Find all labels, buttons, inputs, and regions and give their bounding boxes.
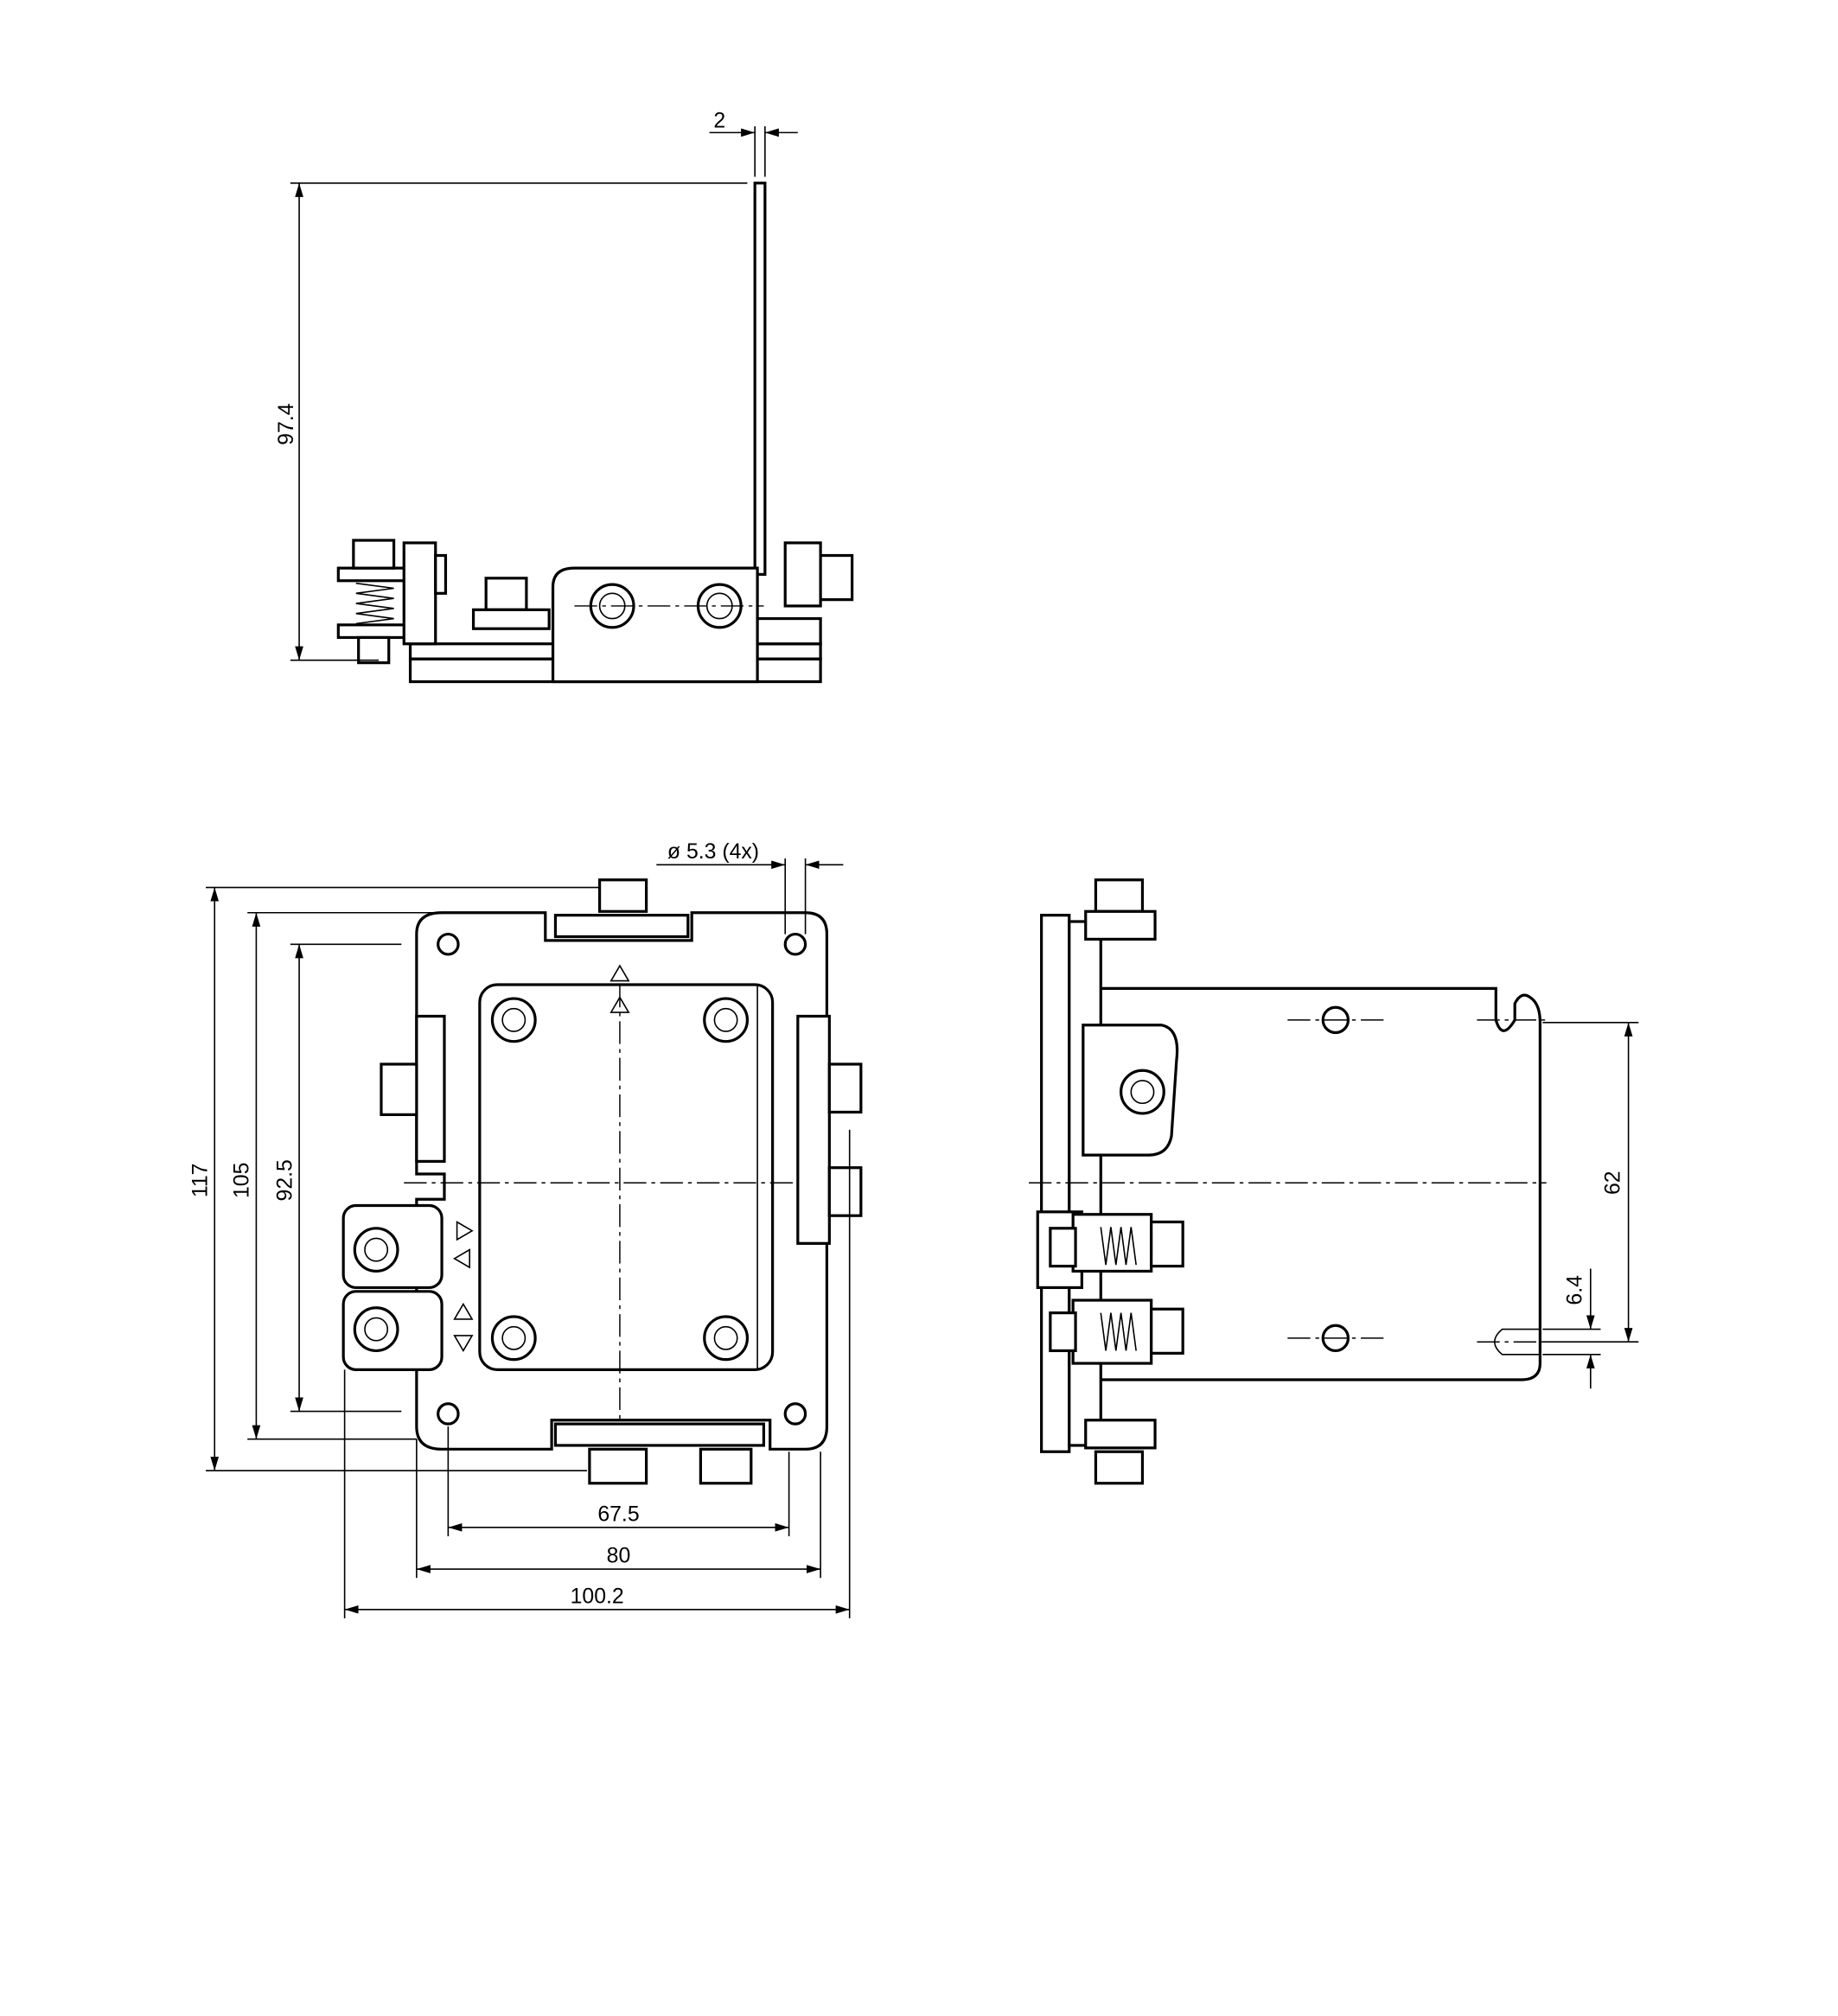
dimension-label-height: 97.4 xyxy=(275,403,298,444)
bottom-bolt xyxy=(588,1447,648,1485)
bolt xyxy=(484,577,528,611)
screw-icon xyxy=(364,1237,389,1262)
bolt xyxy=(352,539,396,570)
dimension-label-100-2: 100.2 xyxy=(571,1585,624,1608)
bolt xyxy=(357,635,391,665)
sensor-holder xyxy=(1082,1024,1179,1157)
screw-icon xyxy=(703,997,750,1043)
bottom-clip xyxy=(553,1422,766,1447)
plate-screws xyxy=(490,997,750,1362)
spring-housing xyxy=(1071,1298,1153,1365)
clamp xyxy=(402,541,437,646)
hole-icon xyxy=(783,932,807,956)
hole-icon xyxy=(783,1402,807,1426)
dimension-label-117: 117 xyxy=(188,1164,212,1198)
bottom-clip xyxy=(1084,1419,1157,1450)
dimension-label-92-5: 92.5 xyxy=(273,1159,297,1201)
screw-icon xyxy=(713,1325,738,1350)
bolt-head xyxy=(1150,1307,1184,1355)
dimension-label-hole: ø 5.3 (4x) xyxy=(667,840,759,864)
hole-icon xyxy=(437,932,460,956)
nut xyxy=(1049,1227,1077,1268)
dimension-label-62: 62 xyxy=(1601,1171,1624,1195)
dimension-label-80: 80 xyxy=(607,1545,631,1568)
spring-housing xyxy=(1071,1213,1153,1273)
hole-icon xyxy=(1321,1005,1350,1035)
screw-icon xyxy=(364,1317,389,1342)
mount-clamp xyxy=(341,1290,444,1371)
clip-bolt xyxy=(783,541,822,608)
screw-icon xyxy=(353,1306,399,1353)
right-clip xyxy=(796,1014,831,1245)
housing-outline xyxy=(415,911,829,1451)
spring-icon xyxy=(1100,1312,1137,1351)
clamp-tab xyxy=(434,553,448,595)
clip xyxy=(756,616,822,646)
top-clip xyxy=(1084,909,1157,941)
screw-icon xyxy=(490,997,537,1043)
screw-icon xyxy=(353,1227,399,1273)
vertical-plate xyxy=(753,182,767,577)
hole-icon xyxy=(437,1402,460,1426)
dimension-label-thickness: 2 xyxy=(713,110,725,133)
top-bolt xyxy=(597,878,648,913)
direction-arrow-icon xyxy=(453,1221,474,1353)
top-clip xyxy=(553,914,690,939)
inner-plate xyxy=(478,983,775,1371)
top-view: 97.4 2 xyxy=(275,110,854,684)
bracket-outline xyxy=(1101,986,1542,1381)
dimension-label-105: 105 xyxy=(231,1163,254,1198)
screw-icon xyxy=(1130,1080,1155,1105)
nut xyxy=(1049,1311,1077,1353)
screw-icon xyxy=(703,1315,750,1362)
arrow-up-icon xyxy=(609,964,630,1013)
front-view: 117 105 92.5 67.5 80 100.2 ø 5.3 (4x) xyxy=(188,840,863,1618)
bottom-bolt xyxy=(699,1447,753,1485)
hole-icon xyxy=(1321,1324,1350,1353)
spring-icon xyxy=(1100,1227,1137,1266)
screw-icon xyxy=(501,1007,527,1032)
screw-icon xyxy=(1120,1069,1165,1115)
bolt-head xyxy=(819,553,854,602)
right-bolt xyxy=(827,1166,863,1217)
screw-icon xyxy=(501,1325,527,1350)
bolt-head xyxy=(1150,1220,1184,1268)
bottom-bolt xyxy=(1094,1450,1145,1485)
nut xyxy=(471,608,551,630)
spring-icon xyxy=(355,582,394,625)
corner-holes xyxy=(437,932,807,1426)
mount-clamp xyxy=(341,1203,444,1290)
right-bolt xyxy=(827,1062,863,1114)
top-bolt xyxy=(1094,878,1145,913)
left-bolt xyxy=(380,1062,418,1116)
left-clip xyxy=(415,1014,446,1164)
dimension-label-6-4: 6.4 xyxy=(1564,1275,1587,1305)
screw-icon xyxy=(713,1007,738,1032)
screw-icon xyxy=(490,1315,537,1362)
dimension-label-67-5: 67.5 xyxy=(597,1503,639,1527)
side-view: 62 6.4 xyxy=(1029,878,1639,1485)
